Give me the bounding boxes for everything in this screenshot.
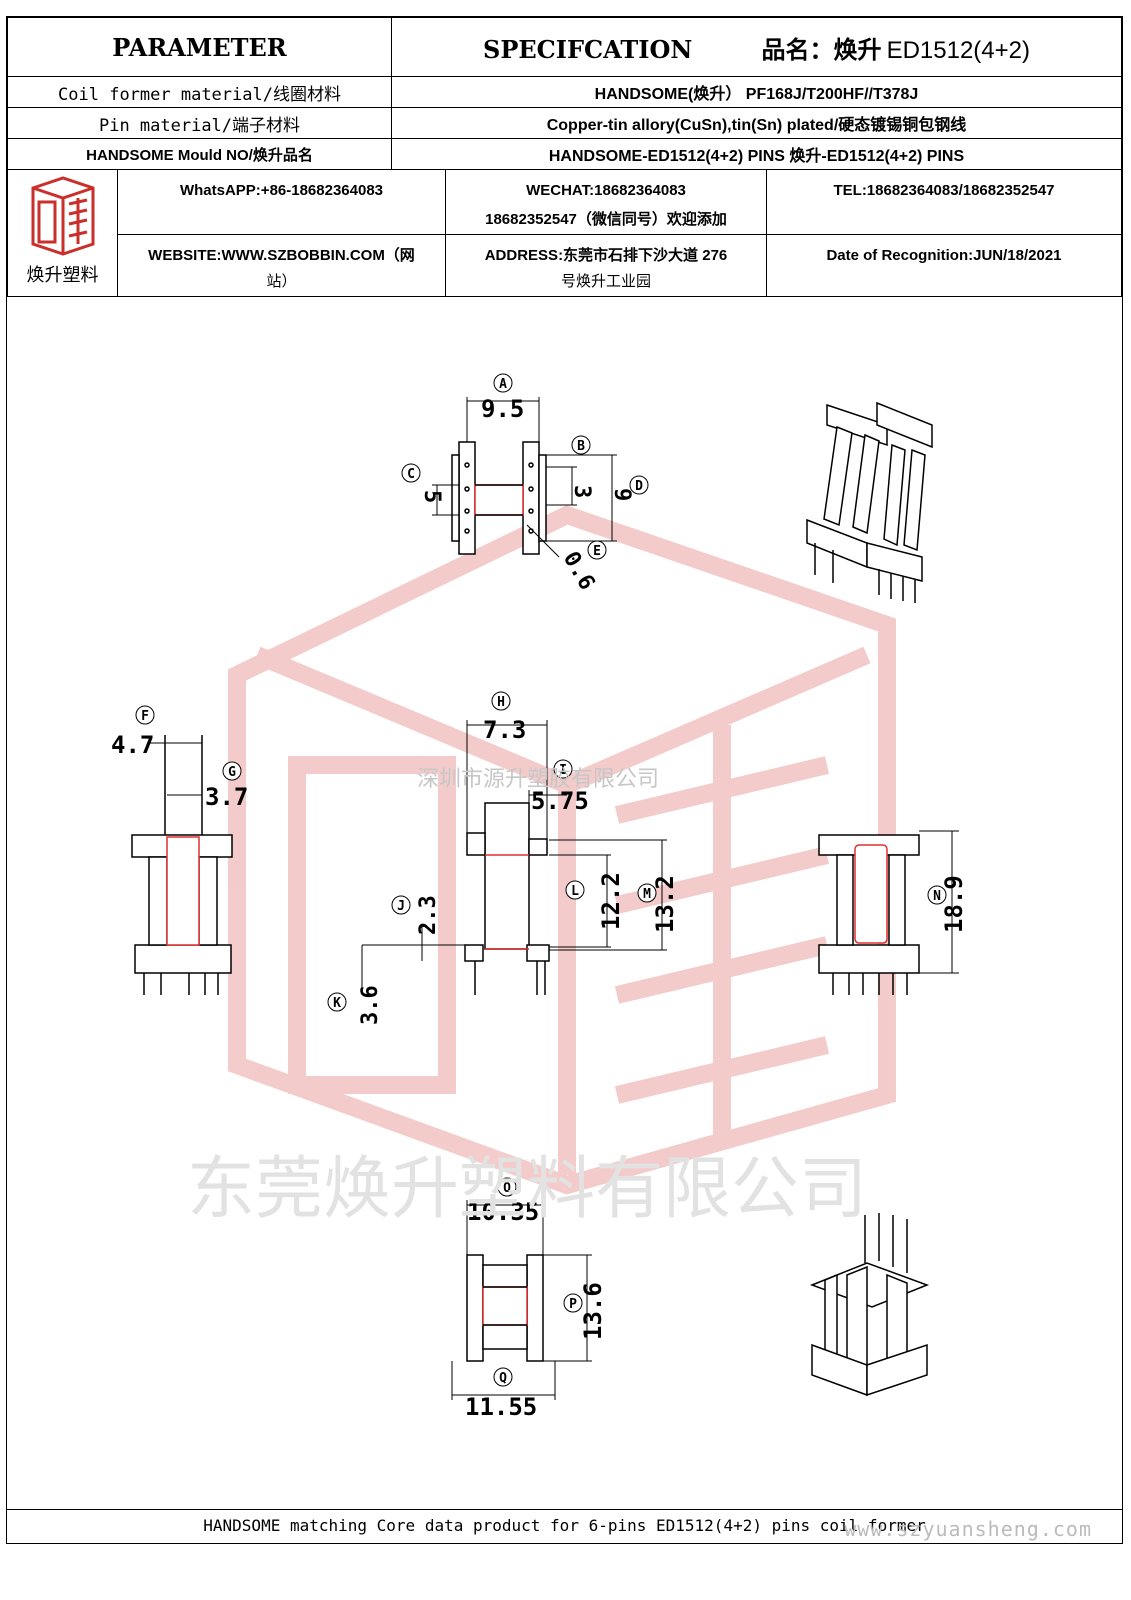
website-cell: WEBSITE:WWW.SZBOBBIN.COM（网 站） bbox=[117, 234, 446, 297]
dim-o: 10.35 bbox=[467, 1198, 539, 1226]
right-view-dimensions bbox=[919, 830, 959, 974]
front-view bbox=[464, 802, 550, 995]
tel-cell: TEL:18682364083/18682352547 bbox=[766, 169, 1122, 235]
svg-text:A: A bbox=[499, 377, 507, 392]
marker-m: M bbox=[637, 883, 657, 903]
svg-text:L: L bbox=[571, 884, 579, 899]
right-view bbox=[818, 834, 920, 995]
logo-text: 焕升塑料 bbox=[26, 265, 99, 286]
wechat-cell: WECHAT:18682364083 18682352547（微信同号）欢迎添加 bbox=[445, 169, 767, 235]
bobbin-logo-icon bbox=[31, 176, 94, 256]
spec-sheet: PARAMETER SPECIFCATION 品名：焕升 ED1512(4+2)… bbox=[6, 16, 1123, 1544]
marker-b: B bbox=[571, 435, 591, 455]
coil-material-label: Coil former material/线圈材料 bbox=[7, 76, 392, 108]
dim-h: 7.3 bbox=[483, 716, 526, 744]
top-view-dimensions bbox=[432, 397, 617, 558]
marker-l: L bbox=[565, 880, 585, 900]
marker-c: C bbox=[401, 463, 421, 483]
dim-f: 4.7 bbox=[111, 731, 154, 759]
iso-view-top bbox=[806, 401, 933, 603]
left-view bbox=[131, 735, 233, 995]
specification-label: SPECIFCATION bbox=[482, 34, 693, 64]
bottom-view bbox=[466, 1254, 544, 1362]
spec-header-table: PARAMETER SPECIFCATION 品名：焕升 ED1512(4+2)… bbox=[7, 17, 1122, 170]
date-cell: Date of Recognition:JUN/18/2021 bbox=[766, 234, 1122, 297]
parameter-heading: PARAMETER bbox=[7, 17, 392, 77]
background-logo-watermark bbox=[228, 505, 896, 1195]
svg-text:D: D bbox=[635, 479, 643, 494]
top-view bbox=[451, 441, 547, 555]
marker-e: E bbox=[587, 540, 607, 560]
specification-heading: SPECIFCATION 品名：焕升 ED1512(4+2) bbox=[391, 17, 1122, 77]
address-cell: ADDRESS:东莞市石排下沙大道 276 号焕升工业园 bbox=[445, 234, 767, 297]
dim-l: 12.2 bbox=[597, 872, 625, 930]
footer-text: HANDSOME matching Core data product for … bbox=[203, 1516, 926, 1535]
address-line-2: 号焕升工业园 bbox=[560, 273, 651, 290]
marker-i: I bbox=[553, 759, 573, 779]
coil-material-value: HANDSOME(焕升） PF168J/T200HF//T378J bbox=[391, 76, 1122, 108]
watermark-url: www.szyuansheng.com bbox=[844, 1517, 1092, 1541]
marker-a: A bbox=[493, 373, 513, 393]
dim-n: 18.9 bbox=[940, 875, 968, 933]
dim-q: 11.55 bbox=[465, 1393, 537, 1421]
dim-i: 5.75 bbox=[531, 787, 589, 815]
marker-k: K bbox=[327, 992, 347, 1012]
pin-material-label: Pin material/端子材料 bbox=[7, 107, 392, 139]
wechat-line-2: 18682352547（微信同号）欢迎添加 bbox=[485, 211, 727, 228]
mould-no-label: HANDSOME Mould NO/焕升品名 bbox=[7, 138, 392, 170]
marker-g: G bbox=[222, 761, 242, 781]
company-logo: 焕升塑料 bbox=[7, 169, 118, 297]
left-view-dimensions bbox=[147, 742, 202, 796]
drawing-canvas: 9.5 3 5 9 0.6 4.7 3.7 7.3 5.75 2.3 3.6 1… bbox=[111, 373, 968, 1421]
wechat-line-1: WECHAT:18682364083 bbox=[526, 182, 686, 199]
dim-b: 3 bbox=[569, 485, 594, 498]
svg-text:Q: Q bbox=[499, 1371, 507, 1386]
svg-text:K: K bbox=[333, 996, 341, 1011]
technical-drawing: 9.5 3 5 9 0.6 4.7 3.7 7.3 5.75 2.3 3.6 1… bbox=[7, 295, 1124, 1495]
svg-text:M: M bbox=[643, 887, 651, 902]
dim-m: 13.2 bbox=[651, 875, 679, 933]
marker-n: N bbox=[927, 885, 947, 905]
website-line-2: 站） bbox=[266, 273, 297, 290]
marker-h: H bbox=[491, 691, 511, 711]
svg-text:O: O bbox=[503, 1181, 511, 1196]
iso-view-bottom bbox=[809, 1213, 930, 1397]
svg-text:G: G bbox=[228, 765, 236, 780]
whatsapp-cell: WhatsAPP:+86-18682364083 bbox=[117, 169, 446, 235]
svg-text:H: H bbox=[497, 695, 505, 710]
marker-o: O bbox=[497, 1177, 517, 1197]
svg-text:J: J bbox=[397, 899, 405, 914]
svg-text:B: B bbox=[577, 439, 585, 454]
dim-g: 3.7 bbox=[205, 783, 248, 811]
svg-text:P: P bbox=[569, 1297, 577, 1312]
marker-p: P bbox=[563, 1293, 583, 1313]
bottom-view-dimensions bbox=[451, 1200, 592, 1400]
dim-k: 3.6 bbox=[358, 985, 383, 1025]
dim-d: 9 bbox=[609, 488, 634, 501]
product-model: ED1512(4+2) bbox=[886, 36, 1030, 64]
contact-table: 焕升塑料 WhatsAPP:+86-18682364083 WECHAT:186… bbox=[7, 169, 1122, 297]
dimension-markers: A B C D E F G H I J K L M N O P Q bbox=[135, 373, 947, 1387]
pin-material-value: Copper-tin allory(CuSn),tin(Sn) plated/硬… bbox=[391, 107, 1122, 139]
footer-caption: HANDSOME matching Core data product for … bbox=[7, 1509, 1122, 1543]
website-line-1: WEBSITE:WWW.SZBOBBIN.COM（网 bbox=[148, 247, 415, 264]
marker-j: J bbox=[391, 895, 411, 915]
marker-d: D bbox=[629, 475, 649, 495]
svg-text:F: F bbox=[141, 709, 149, 724]
svg-text:C: C bbox=[407, 467, 415, 482]
front-view-dimensions bbox=[361, 720, 667, 995]
svg-text:N: N bbox=[933, 889, 941, 904]
marker-q: Q bbox=[493, 1367, 513, 1387]
marker-f: F bbox=[135, 705, 155, 725]
mould-no-value: HANDSOME-ED1512(4+2) PINS 焕升-ED1512(4+2)… bbox=[391, 138, 1122, 170]
dim-j: 2.3 bbox=[416, 895, 441, 935]
svg-text:I: I bbox=[559, 763, 567, 778]
svg-text:E: E bbox=[593, 544, 601, 559]
dim-a: 9.5 bbox=[481, 395, 524, 423]
address-line-1: ADDRESS:东莞市石排下沙大道 276 bbox=[484, 247, 728, 264]
dim-p: 13.6 bbox=[579, 1282, 607, 1340]
product-name-prefix: 品名：焕升 bbox=[761, 34, 882, 64]
dim-c: 5 bbox=[419, 490, 444, 503]
